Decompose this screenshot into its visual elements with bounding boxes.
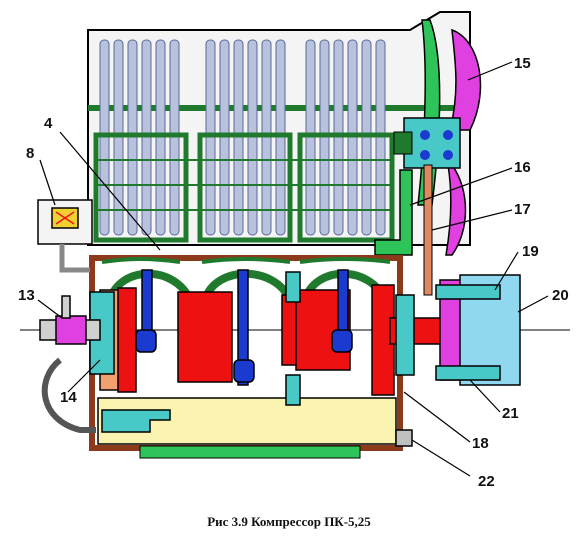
figure-caption: Рис 3.9 Компрессор ПК-5,25: [207, 514, 371, 529]
callout-15: 15: [514, 55, 531, 72]
connecting-rods: [135, 269, 353, 386]
valve-pipe: [41, 357, 96, 433]
fan-blade-upper: [449, 28, 482, 131]
fan-drive-shaft: [423, 164, 433, 296]
coupling: [435, 274, 521, 386]
callout-21: 21: [502, 405, 519, 422]
fan-blade-lower: [445, 164, 467, 256]
callout-4: 4: [44, 115, 53, 132]
sump-base: [139, 445, 361, 459]
oil-dipstick: [101, 409, 171, 433]
air-filter: [37, 199, 93, 245]
leader-lines: [37, 61, 549, 477]
filter-pipe: [59, 244, 90, 273]
callout-16: 16: [514, 159, 531, 176]
callout-8: 8: [26, 145, 34, 162]
callout-18: 18: [472, 435, 489, 452]
callout-20: 20: [552, 287, 569, 304]
fan-assembly: [393, 19, 482, 256]
fan-hub: [403, 117, 461, 169]
cooler-fins: [93, 132, 395, 243]
callout-19: 19: [522, 243, 539, 260]
callout-22: 22: [478, 473, 495, 490]
cooler-fin-lines: [96, 159, 392, 211]
drain-plug: [395, 429, 413, 447]
callout-17: 17: [514, 201, 531, 218]
callout-13: 13: [18, 287, 35, 304]
unloading-valve: [39, 295, 101, 345]
callout-14: 14: [60, 389, 77, 406]
